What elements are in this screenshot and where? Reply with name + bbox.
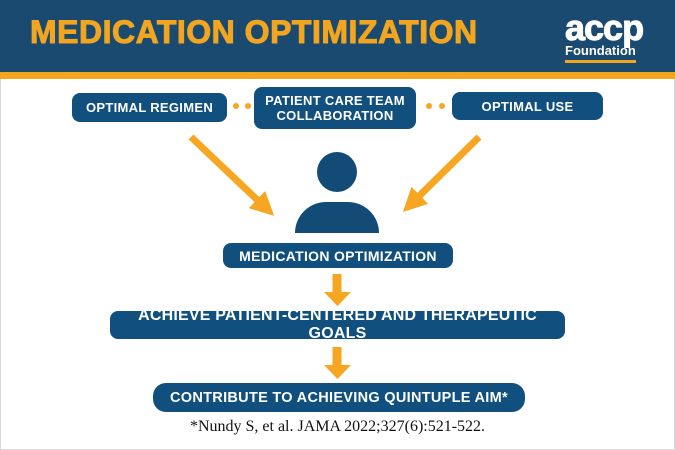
person-head bbox=[317, 152, 357, 192]
citation-text: *Nundy S, et al. JAMA 2022;327(6):521-52… bbox=[189, 418, 486, 435]
accp-foundation-logo: accp Foundation bbox=[565, 7, 665, 63]
page-title: MEDICATION OPTIMIZATION bbox=[30, 14, 478, 51]
box-optimal-regimen: OPTIMAL REGIMEN bbox=[72, 93, 227, 122]
box-achieve-goals: ACHIEVE PATIENT-CENTERED AND THERAPEUTIC… bbox=[110, 307, 565, 342]
box-patient-care-team-collaboration: PATIENT CARE TEAM COLLABORATION bbox=[254, 87, 416, 129]
box-quintuple-aim: CONTRIBUTE TO ACHIEVING QUINTUPLE AIM* bbox=[153, 383, 525, 412]
diagonal-arrow-left bbox=[188, 134, 275, 216]
connector-dot bbox=[426, 103, 432, 109]
connector-dot bbox=[233, 103, 239, 109]
header-band: MEDICATION OPTIMIZATION accp Foundation bbox=[0, 0, 675, 72]
connector-dot bbox=[245, 103, 251, 109]
orange-accent-bar bbox=[0, 72, 675, 79]
down-arrow-2 bbox=[324, 347, 351, 379]
logo-wordmark: accp bbox=[565, 7, 645, 48]
diagonal-arrow-right bbox=[402, 134, 482, 213]
connector-dot bbox=[439, 103, 445, 109]
logo-subtitle: Foundation bbox=[565, 44, 636, 63]
box-optimal-use: OPTIMAL USE bbox=[452, 92, 603, 120]
down-arrow-1 bbox=[324, 274, 351, 306]
box-medication-optimization: MEDICATION OPTIMIZATION bbox=[223, 243, 453, 268]
person-body bbox=[295, 202, 379, 233]
